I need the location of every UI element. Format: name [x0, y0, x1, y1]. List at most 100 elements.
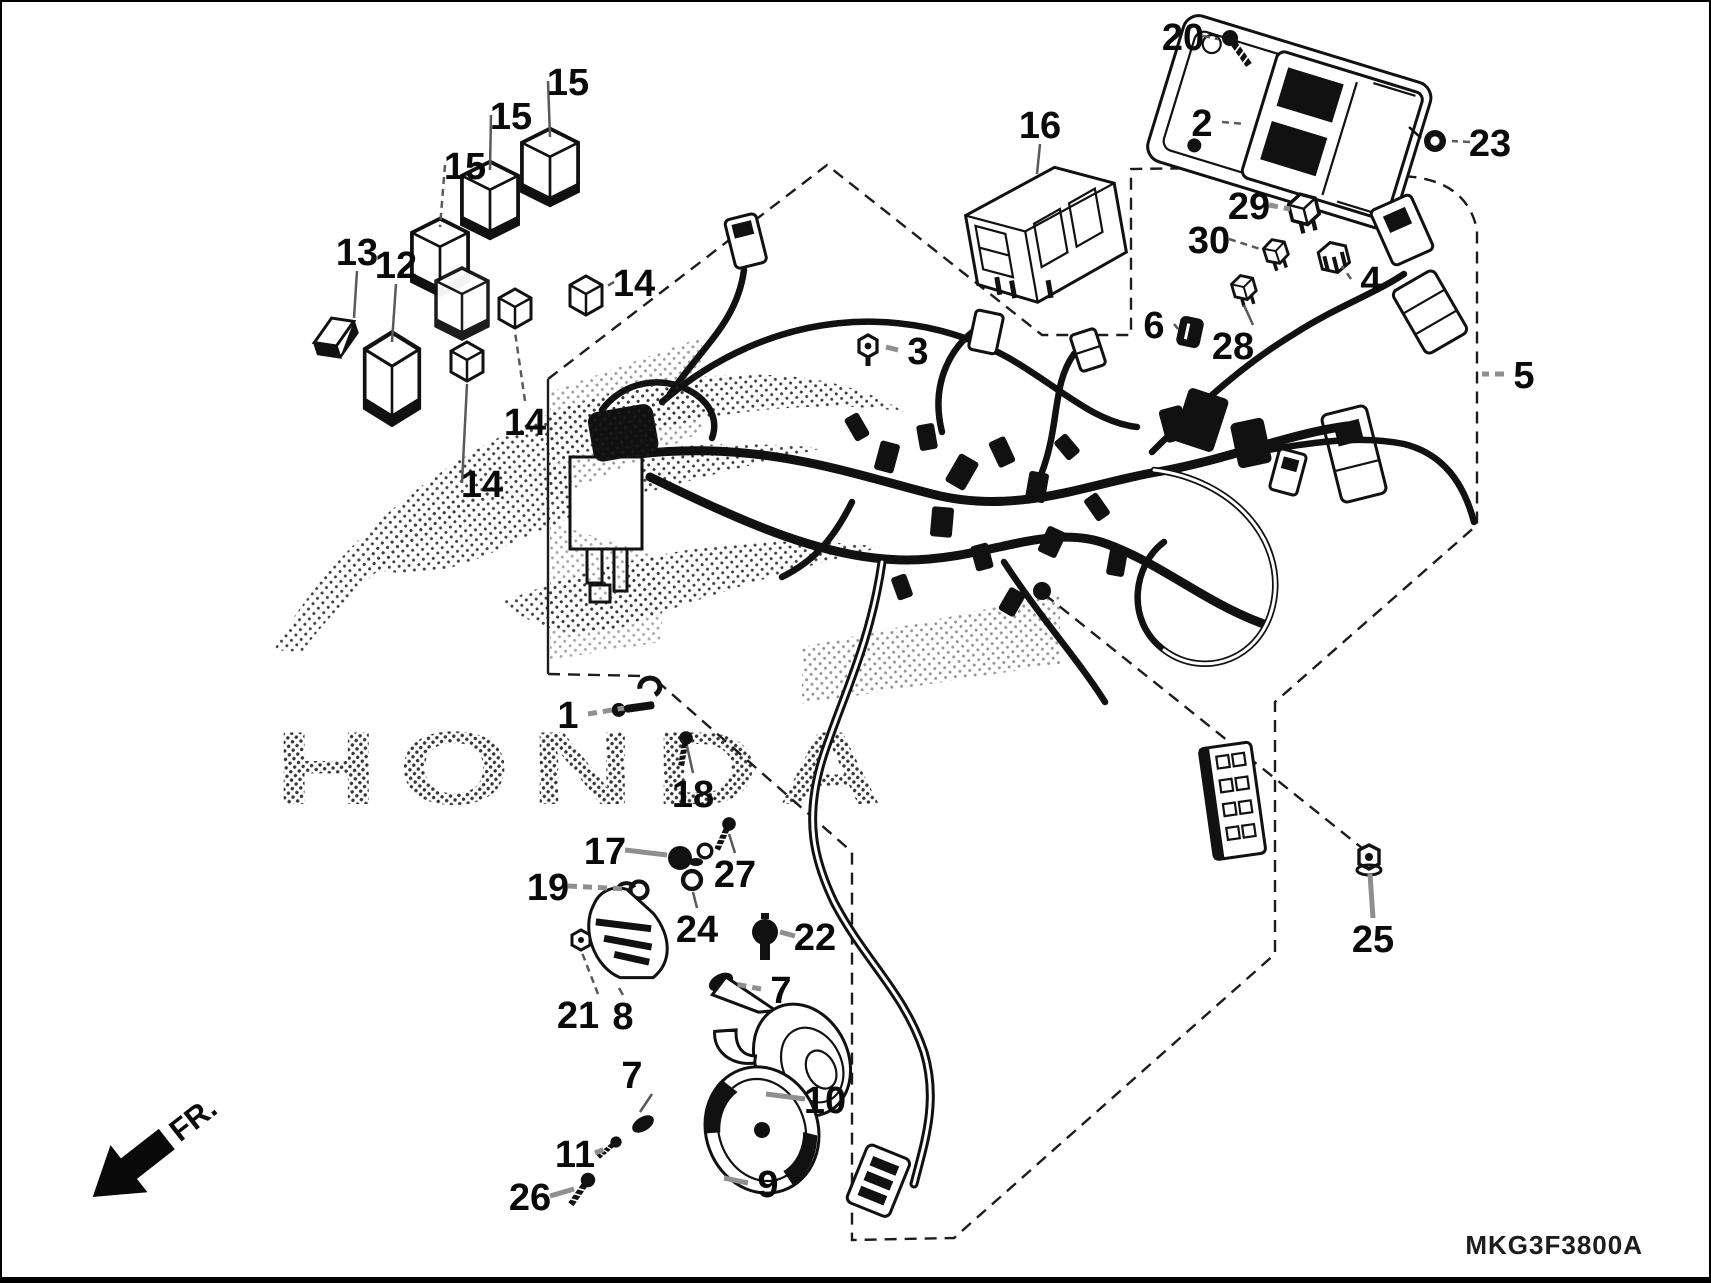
relay-15c	[520, 126, 580, 208]
callout-label-11: 11	[555, 1134, 595, 1176]
leader-line-15	[488, 114, 493, 171]
callout-label-16: 16	[1019, 105, 1061, 147]
leader-line-12	[390, 283, 398, 343]
relay-group	[311, 126, 604, 425]
callout-label-5: 5	[1513, 355, 1534, 397]
callout-label-10: 10	[804, 1080, 846, 1122]
callout-label-25: 25	[1352, 919, 1394, 961]
callout-label-23: 23	[1469, 123, 1511, 165]
leader-line-28	[1242, 304, 1255, 326]
ecu-bracket-2	[1146, 14, 1433, 231]
callout-label-6: 6	[1143, 305, 1164, 347]
callout-label-13: 13	[336, 232, 378, 274]
leader-line-25	[1367, 873, 1376, 919]
fr-label: FR.	[163, 1090, 224, 1148]
leader-line-14	[513, 331, 527, 402]
bracket-8	[587, 881, 669, 980]
callout-label-15: 15	[444, 146, 486, 188]
leader-line-11	[594, 1145, 609, 1156]
drawing-code: MKG3F3800A	[1465, 1230, 1643, 1260]
callout-label-19: 19	[527, 867, 569, 909]
leader-line-10	[765, 1091, 806, 1102]
callout-label-8: 8	[612, 996, 633, 1038]
callout-label-12: 12	[375, 245, 417, 287]
leader-25-long	[1043, 593, 1363, 849]
connector-group-5	[1173, 193, 1469, 504]
watermark-text: HONDA	[274, 711, 902, 827]
leader-line-26	[549, 1186, 575, 1199]
grommet-17	[668, 842, 714, 870]
washer-24	[683, 858, 703, 889]
screw-11	[594, 1133, 625, 1162]
leader-line-4	[1340, 265, 1353, 280]
leader-line-2	[1221, 120, 1246, 126]
relay-12	[365, 332, 420, 424]
fr-arrow: FR.	[92, 1090, 224, 1197]
clip-22	[752, 913, 778, 960]
leader-line-1	[587, 705, 625, 717]
callout-label-26: 26	[509, 1177, 551, 1219]
leader-line-17	[624, 847, 668, 858]
leader-line-13	[352, 270, 359, 319]
callout-label-22: 22	[794, 917, 836, 959]
grommet-7b	[632, 1115, 654, 1133]
leader-line-9	[723, 1175, 749, 1186]
relay-holder-block	[1198, 740, 1267, 861]
nut-23	[1408, 126, 1446, 152]
leader-line-27	[727, 833, 737, 854]
callout-label-7: 7	[621, 1055, 642, 1097]
leader-line-30	[1228, 237, 1261, 251]
leader-line-20	[1202, 34, 1219, 41]
callout-label-2: 2	[1191, 103, 1212, 145]
callout-label-9: 9	[757, 1164, 778, 1206]
connector-14c	[449, 340, 485, 383]
callout-label-30: 30	[1188, 220, 1230, 262]
callout-label-20: 20	[1162, 17, 1204, 59]
leader-line-14	[603, 280, 615, 290]
fuse-28	[1228, 270, 1262, 311]
fuse-box-16	[963, 165, 1129, 304]
nut-21	[570, 928, 592, 952]
leader-line-8	[617, 987, 625, 996]
leader-line-21	[579, 949, 600, 995]
leader-line-15	[438, 164, 447, 228]
callout-label-1: 1	[557, 695, 578, 737]
bolt-25	[1355, 843, 1383, 877]
leader-line-19	[567, 883, 629, 892]
leader-line-18	[685, 745, 695, 774]
connector-14b	[497, 287, 533, 330]
leader-line-7	[734, 981, 762, 992]
callout-label-28: 28	[1212, 326, 1254, 368]
leader-line-23	[1451, 139, 1471, 144]
callout-label-3: 3	[907, 331, 928, 373]
fuse-4	[1316, 240, 1352, 275]
bolt-3	[857, 333, 879, 366]
leader-line-7	[638, 1093, 654, 1113]
dashed-boundaries	[546, 163, 1479, 1242]
coil-box	[550, 337, 718, 660]
connector-14a	[568, 274, 604, 317]
callout-label-24: 24	[676, 909, 718, 951]
callout-label-15: 15	[547, 62, 589, 104]
callout-label-18: 18	[672, 774, 714, 816]
callout-label-7: 7	[770, 970, 791, 1012]
wire-harness-main	[550, 212, 1478, 1218]
leader-line-15	[546, 80, 552, 138]
fr-arrow-icon	[92, 1128, 175, 1197]
leader-line-29	[1268, 202, 1291, 212]
callout-label-14: 14	[613, 263, 655, 305]
callout-label-15: 15	[490, 96, 532, 138]
callout-layer: 1234567789101112131414141515151617181920…	[336, 17, 1535, 1219]
leader-line-6	[1173, 323, 1179, 330]
leader-line-16	[1035, 143, 1042, 175]
callout-label-14: 14	[461, 464, 503, 506]
callout-label-27: 27	[714, 854, 756, 896]
leader-line-14	[460, 383, 469, 484]
bottom-connector	[845, 1143, 912, 1218]
leader-line-22	[779, 929, 796, 939]
relay-13	[311, 316, 359, 359]
leader-line-24	[691, 891, 699, 909]
relay-15a-lower	[434, 266, 490, 341]
